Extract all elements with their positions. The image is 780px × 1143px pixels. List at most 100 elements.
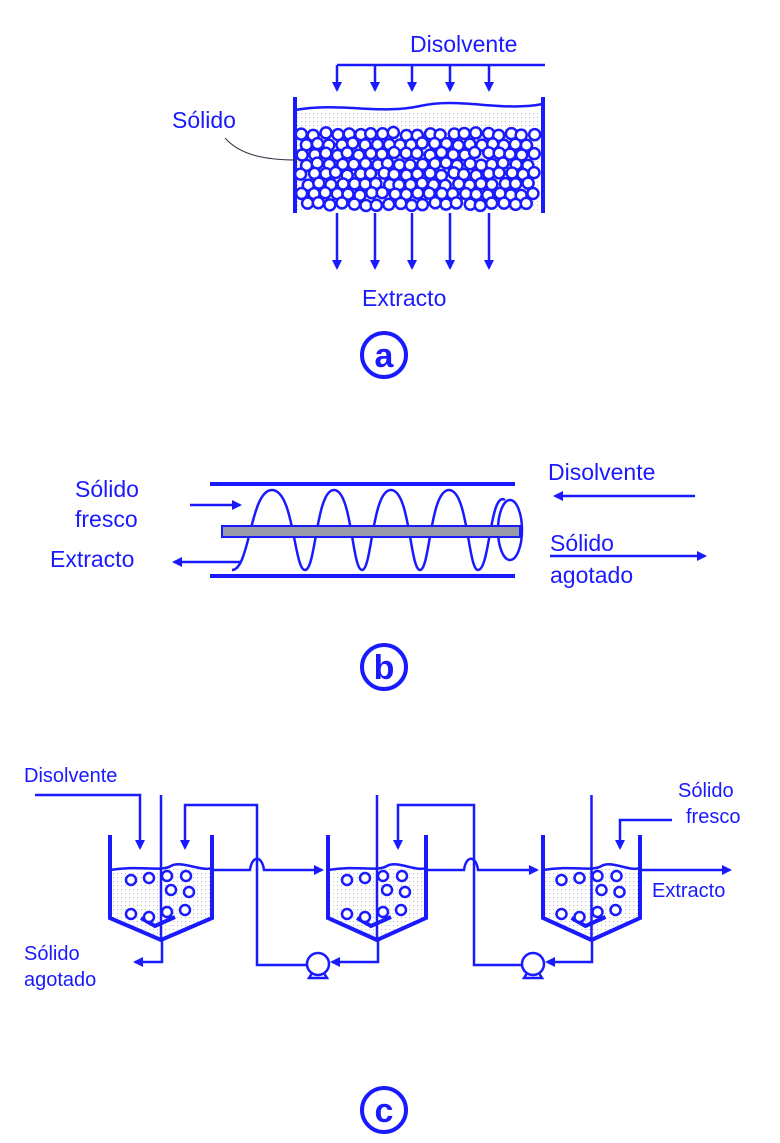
tank3-underflow-line (545, 940, 594, 967)
screw-shaft (221, 525, 521, 538)
particle (381, 197, 396, 212)
particle (514, 128, 528, 142)
overflow-line-2 (426, 857, 539, 875)
extract-arrows (332, 213, 494, 270)
particle (319, 126, 333, 140)
solid-particle (142, 910, 156, 924)
solid-particle (142, 871, 156, 885)
particle (375, 185, 389, 200)
spent-solid-label-2: agotado (550, 562, 633, 588)
particle (293, 167, 308, 181)
particle (508, 197, 523, 212)
particle (467, 145, 482, 160)
solid-particle (573, 871, 586, 885)
particle (457, 126, 471, 141)
particle (415, 197, 430, 212)
particle (294, 186, 309, 201)
particle (497, 196, 511, 210)
particle (311, 195, 326, 210)
particle (526, 186, 540, 201)
solid-particle (124, 873, 138, 887)
particle (527, 165, 541, 180)
panel-a-fixed-bed: Disolvente Sólido Extracto a (172, 31, 545, 379)
liquid-surface (294, 101, 544, 112)
particle (394, 196, 408, 211)
recycle-line-1 (180, 803, 306, 967)
tanks (108, 795, 642, 943)
solid-particle (358, 871, 372, 885)
tank2-underflow-line (330, 940, 380, 967)
tank-3 (541, 795, 642, 943)
panel-c-tank-cascade: Disolvente Sólido agotado Extracto Sólid… (24, 765, 740, 1134)
particle (399, 146, 413, 160)
fresh-solid-label-1: Sólido (75, 476, 139, 502)
solvent-arrows (332, 65, 494, 92)
solid-particle (591, 869, 604, 883)
particle (340, 146, 355, 160)
particle (484, 196, 499, 210)
solid-particle (609, 903, 622, 917)
fresh-solid-label-1: Sólido (678, 780, 734, 802)
spent-solid-line (133, 940, 164, 967)
solid-particle (573, 910, 586, 924)
particle (323, 198, 337, 212)
particle (463, 156, 477, 171)
particle (387, 145, 401, 160)
solid-particle (178, 903, 192, 917)
panel-c-badge (360, 1086, 408, 1134)
solid-particle (395, 869, 409, 883)
pump-1 (305, 951, 331, 980)
particle (345, 136, 360, 150)
particle (473, 198, 488, 213)
solid-particle (160, 905, 174, 919)
solid-particle (340, 907, 354, 921)
solid-leader-line (224, 137, 298, 161)
particle (469, 126, 483, 140)
solid-particle (182, 885, 196, 899)
particle (404, 198, 419, 213)
solid-particle (160, 869, 174, 883)
solid-particle (380, 883, 394, 897)
particle (319, 146, 333, 161)
solid-particle (591, 905, 604, 919)
solid-particle (376, 869, 390, 883)
particle (328, 165, 343, 180)
panel-c-letter: c (375, 1092, 394, 1130)
solvent-label: Disolvente (410, 31, 517, 57)
fresh-solid-label-2: fresco (686, 806, 740, 828)
particle (312, 176, 326, 190)
solid-particle (164, 883, 178, 897)
fresh-solid-label-2: fresco (75, 506, 138, 532)
particle (310, 136, 325, 151)
particle (375, 126, 390, 141)
spent-solid-label-2: agotado (24, 969, 96, 991)
particle (347, 197, 362, 211)
panel-a-letter: a (375, 337, 395, 375)
solid-particle (376, 905, 390, 919)
particle (492, 166, 506, 180)
particle (411, 186, 425, 200)
solid-particle (610, 869, 623, 883)
particle (363, 126, 378, 141)
particle (439, 156, 453, 170)
solid-particle (555, 873, 568, 887)
panel-b-screw-extractor: Sólido fresco Extracto Disolvente Sólido… (50, 459, 707, 691)
solid-particle (179, 869, 193, 883)
extract-label: Extracto (50, 546, 134, 572)
particle (527, 146, 541, 161)
particle (505, 166, 519, 180)
solid-label: Sólido (172, 107, 236, 133)
particle (527, 127, 542, 142)
solid-particle (394, 903, 408, 917)
spent-solid-label-1: Sólido (24, 943, 80, 965)
solid-particle (613, 885, 626, 899)
recycle-line-2 (393, 803, 521, 967)
tank-1 (108, 795, 214, 943)
spent-solid-label-1: Sólido (550, 530, 614, 556)
particle (318, 186, 332, 200)
particle (294, 127, 309, 141)
solid-particle (358, 910, 372, 924)
panel-b-letter: b (374, 649, 395, 687)
solid-particles (293, 125, 542, 213)
particle (423, 166, 437, 180)
